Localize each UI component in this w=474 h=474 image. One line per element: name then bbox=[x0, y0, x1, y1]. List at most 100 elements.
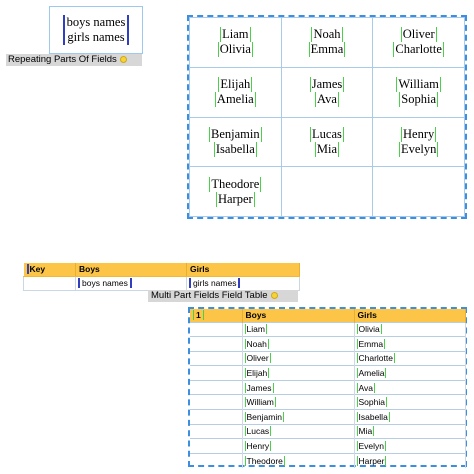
boy-name-field[interactable]: Benjamin bbox=[244, 411, 284, 422]
boys-names-table-field[interactable]: boys names bbox=[78, 278, 132, 288]
handle-dot-icon[interactable] bbox=[119, 55, 127, 63]
girl-name-field[interactable]: Ava bbox=[356, 382, 375, 393]
name-grid-line: Henry bbox=[373, 126, 464, 142]
boy-name-field[interactable]: Theodore bbox=[244, 455, 285, 466]
result-cell-girls[interactable]: Harper bbox=[354, 452, 466, 468]
result-cell-boys[interactable]: Liam bbox=[242, 321, 355, 337]
boy-name-field[interactable]: Oliver bbox=[400, 27, 437, 43]
girl-name-field[interactable]: Amelia bbox=[356, 368, 387, 379]
table-row: Elijah Amelia bbox=[190, 365, 466, 381]
result-cell-key[interactable] bbox=[190, 409, 243, 425]
girl-name-field[interactable]: Sophia bbox=[399, 92, 439, 108]
handle-dot-icon[interactable] bbox=[270, 291, 278, 299]
girl-name-field[interactable]: Emma bbox=[308, 42, 346, 58]
boy-name-field[interactable]: Noah bbox=[244, 338, 269, 349]
boy-name-field[interactable]: Lucas bbox=[310, 126, 344, 142]
girl-name-field[interactable]: Charlotte bbox=[393, 42, 444, 58]
boy-name-field[interactable]: Noah bbox=[311, 27, 343, 43]
boy-name-field[interactable]: Henry bbox=[401, 126, 437, 142]
result-cell-key[interactable] bbox=[190, 394, 243, 410]
result-cell-girls[interactable]: Charlotte bbox=[354, 350, 466, 366]
result-cell-boys[interactable]: William bbox=[242, 394, 355, 410]
result-cell-girls[interactable]: Isabella bbox=[354, 409, 466, 425]
boys-names-field[interactable]: boys names bbox=[62, 15, 130, 30]
boy-name-field[interactable]: Lucas bbox=[244, 426, 272, 437]
boy-name-field[interactable]: Liam bbox=[220, 27, 251, 43]
name-grid-cell[interactable] bbox=[280, 166, 374, 217]
girl-name-field[interactable]: Mia bbox=[314, 141, 340, 157]
result-cell-girls[interactable]: Amelia bbox=[354, 365, 466, 381]
result-cell-girls[interactable]: Evelyn bbox=[354, 438, 466, 454]
girl-name-field[interactable]: Harper bbox=[356, 455, 387, 466]
result-cell-girls[interactable]: Ava bbox=[354, 379, 466, 395]
result-cell-boys[interactable]: Benjamin bbox=[242, 409, 355, 425]
boy-name-field[interactable]: Liam bbox=[244, 324, 267, 335]
result-cell-key[interactable] bbox=[190, 438, 243, 454]
field-table-cell-girls[interactable]: girls names bbox=[186, 275, 300, 291]
result-cell-key[interactable] bbox=[190, 350, 243, 366]
result-cell-key[interactable] bbox=[190, 423, 243, 439]
girls-names-field[interactable]: girls names bbox=[63, 30, 129, 45]
girl-name-field[interactable]: Isabella bbox=[213, 141, 257, 157]
result-cell-boys[interactable]: Henry bbox=[242, 438, 355, 454]
result-cell-girls[interactable]: Olivia bbox=[354, 321, 466, 337]
result-cell-girls[interactable]: Sophia bbox=[354, 394, 466, 410]
girl-name-field[interactable]: Evelyn bbox=[356, 441, 387, 452]
result-cell-boys[interactable]: Noah bbox=[242, 336, 355, 352]
result-cell-key[interactable] bbox=[190, 379, 243, 395]
boy-name-field[interactable]: Elijah bbox=[244, 368, 270, 379]
result-cell-key[interactable] bbox=[190, 336, 243, 352]
template-field-box[interactable]: boys names girls names bbox=[49, 6, 143, 54]
result-cell-boys[interactable]: Theodore bbox=[242, 452, 355, 468]
boy-name-field[interactable]: James bbox=[244, 382, 274, 393]
girl-name-field[interactable]: Ava bbox=[315, 92, 339, 108]
result-cell-key[interactable] bbox=[190, 365, 243, 381]
girl-name-field[interactable]: Olivia bbox=[356, 324, 382, 335]
boy-name-field[interactable]: Theodore bbox=[209, 176, 262, 192]
girl-name-field[interactable]: Amelia bbox=[214, 92, 256, 108]
boy-name-field[interactable]: William bbox=[244, 397, 276, 408]
girl-name-field[interactable]: Isabella bbox=[356, 411, 390, 422]
girl-name-field[interactable]: Harper bbox=[215, 191, 255, 207]
boy-name-field[interactable]: Oliver bbox=[244, 353, 271, 364]
result-cell-boys[interactable]: Elijah bbox=[242, 365, 355, 381]
girl-name-field[interactable]: Emma bbox=[356, 338, 386, 349]
result-cell-boys[interactable]: Oliver bbox=[242, 350, 355, 366]
name-grid-cell[interactable] bbox=[372, 166, 465, 217]
girls-names-table-field[interactable]: girls names bbox=[189, 278, 241, 288]
girl-name-field[interactable]: Evelyn bbox=[398, 141, 439, 157]
result-cell-boys[interactable]: James bbox=[242, 379, 355, 395]
field-table-cell-key[interactable] bbox=[23, 275, 76, 291]
boy-name-field[interactable]: Benjamin bbox=[209, 126, 262, 142]
girl-name-field[interactable]: Charlotte bbox=[356, 353, 395, 364]
boy-name-field[interactable]: Elijah bbox=[218, 77, 253, 93]
boy-name-field[interactable]: William bbox=[396, 77, 441, 93]
name-grid-line: Mia bbox=[282, 141, 373, 157]
boy-name-field[interactable]: James bbox=[309, 77, 345, 93]
girl-name-field[interactable]: Sophia bbox=[356, 397, 387, 408]
result-cell-girls[interactable]: Mia bbox=[354, 423, 466, 439]
boy-name-field[interactable]: Henry bbox=[244, 441, 272, 452]
result-cell-boys[interactable]: Lucas bbox=[242, 423, 355, 439]
girl-name-field[interactable]: Olivia bbox=[217, 42, 253, 58]
result-cell-girls[interactable]: Emma bbox=[354, 336, 466, 352]
result-cell-key[interactable] bbox=[190, 452, 243, 468]
key-value-field[interactable]: 1 bbox=[193, 310, 204, 321]
girl-name-field[interactable]: Mia bbox=[356, 426, 375, 437]
result-cell-key[interactable] bbox=[190, 321, 243, 337]
field-table[interactable]: Key Boys Girls boys names girls names bbox=[23, 263, 300, 291]
field-table-cell-boys[interactable]: boys names bbox=[75, 275, 187, 291]
key-field-marker[interactable]: Key bbox=[26, 264, 45, 275]
